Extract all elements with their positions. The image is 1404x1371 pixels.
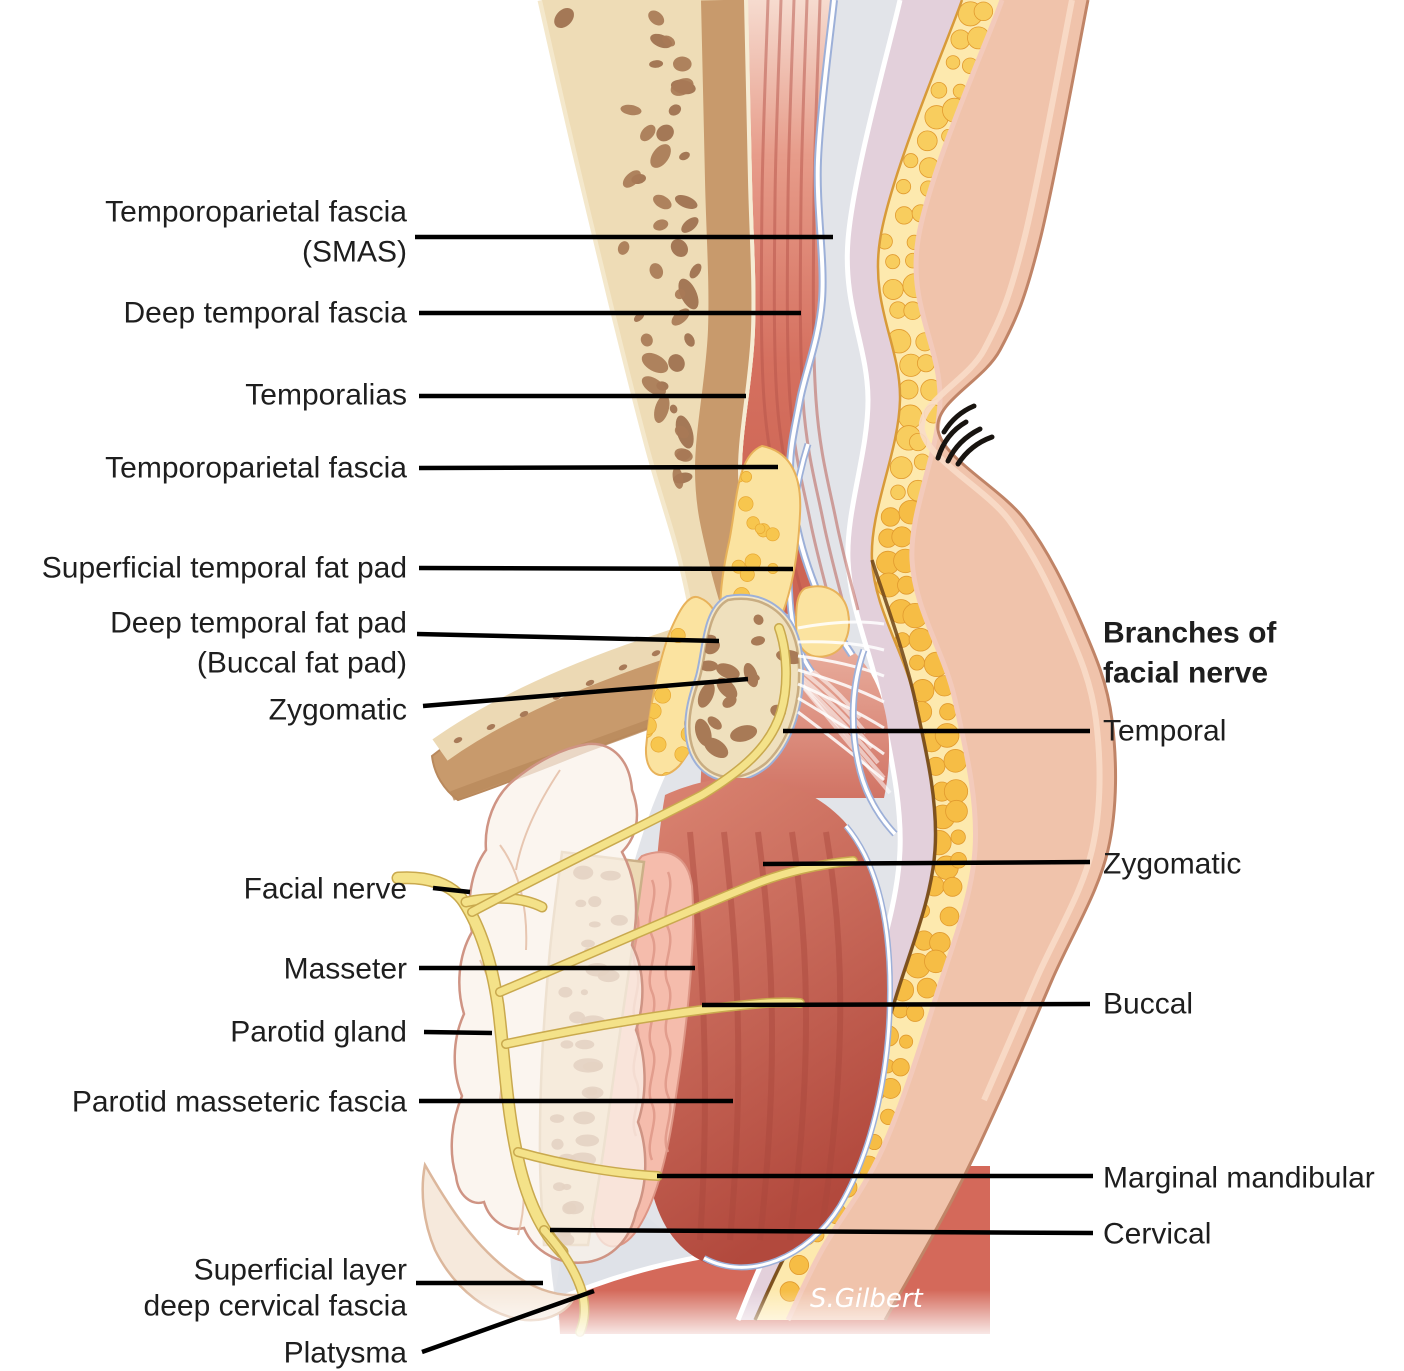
facial-nerve-temporal-branch <box>468 624 790 916</box>
label-platysma: Platysma <box>284 1337 408 1370</box>
label-parotid-gland: Parotid gland <box>230 1016 407 1049</box>
label-parotid-masseteric-fascia: Parotid masseteric fascia <box>72 1086 407 1119</box>
skin-highlight <box>918 0 1103 1102</box>
parotid-gland <box>450 742 647 1264</box>
label-cervical-branch: Cervical <box>1103 1218 1211 1251</box>
right-labels: Branches of facial nerve Temporal Zygoma… <box>1103 617 1375 1251</box>
label-masseter: Masseter <box>284 953 407 986</box>
smas-layer <box>738 0 962 1320</box>
label-buccal-fat-pad: (Buccal fat pad) <box>197 647 407 680</box>
label-deep-cervical-fascia: deep cervical fascia <box>144 1290 408 1323</box>
label-superficial-temporal-fat-pad: Superficial temporal fat pad <box>42 552 407 585</box>
bone-marrow-spots <box>554 7 742 699</box>
facial-nerve-trunk <box>393 872 567 1257</box>
heading-facial-nerve: facial nerve <box>1103 657 1268 690</box>
label-deep-temporal-fascia: Deep temporal fascia <box>124 297 408 330</box>
leader-deep-temporal-fat-pad <box>416 631 720 644</box>
fat-pocket-above-arch <box>794 585 850 658</box>
label-buccal-branch: Buccal <box>1103 988 1193 1021</box>
heading-branches-of: Branches of <box>1103 617 1277 650</box>
leader-superficial-temporal-fat-pad <box>418 565 794 572</box>
label-temporalias: Temporalias <box>245 379 407 412</box>
skin-surface-line <box>883 0 1118 1321</box>
leader-facial-nerve <box>432 885 471 895</box>
label-deep-temporal-fat-pad: Deep temporal fat pad <box>110 607 407 640</box>
fascia-below-arch-core <box>851 649 897 836</box>
artist-signature: S.Gilbert <box>810 1284 924 1314</box>
leader-parotid-gland <box>423 1029 493 1036</box>
label-temporal-branch: Temporal <box>1103 715 1226 748</box>
label-temporoparietal-fascia: Temporoparietal fascia <box>105 452 407 485</box>
leader-cervical-branch <box>549 1227 1094 1236</box>
label-zygomatic-branch: Zygomatic <box>1103 848 1241 881</box>
left-labels: Temporoparietal fascia (SMAS) Deep tempo… <box>42 196 408 1370</box>
facial-nerve-buccal-branch <box>502 998 804 1048</box>
leader-temporoparietal-fascia <box>418 464 779 471</box>
smas-ligament-fan <box>797 620 885 782</box>
facial-nerve-zygomatic-branch <box>496 857 857 996</box>
leader-lines <box>415 234 1094 1355</box>
facial-nerve-branches <box>391 623 858 1337</box>
eyelashes-icon <box>935 403 995 467</box>
facial-nerve-marginal-mandibular-branch <box>514 1148 662 1180</box>
label-temporoparietal-fascia-smas-2: (SMAS) <box>302 236 407 269</box>
label-superficial-layer: Superficial layer <box>194 1254 407 1287</box>
label-facial-nerve: Facial nerve <box>244 873 407 906</box>
leader-platysma <box>421 1288 595 1355</box>
leader-zygomatic-branch <box>762 859 1091 867</box>
parotid-masseteric-fascia-core <box>703 825 892 1269</box>
dermis-line <box>785 0 1005 1322</box>
label-temporoparietal-fascia-smas: Temporoparietal fascia <box>105 196 407 229</box>
label-marginal-mandibular-branch: Marginal mandibular <box>1103 1162 1375 1195</box>
bottom-fade <box>400 1285 1120 1371</box>
leader-zygomatic-bone <box>422 676 749 709</box>
leader-buccal-branch <box>701 1001 1091 1008</box>
label-zygomatic-bone: Zygomatic <box>269 694 407 727</box>
